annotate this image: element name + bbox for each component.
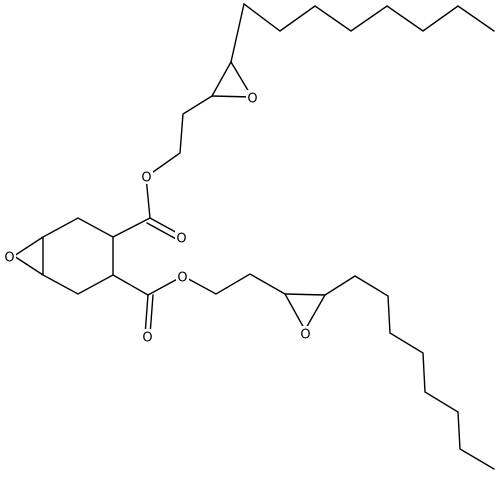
svg-text:O: O [247, 92, 257, 107]
svg-text:O: O [176, 232, 186, 247]
upper-ester-group [112, 176, 182, 241]
lower-octyl-chain [324, 275, 495, 470]
atom-o-carbonyl-lower: O [141, 329, 154, 346]
ring-epoxide [13, 236, 44, 276]
lower-ester-group [112, 274, 184, 336]
lower-epoxide-ring [284, 293, 326, 331]
svg-text:O: O [300, 328, 310, 343]
lower-ethyl-linker [182, 273, 286, 295]
cyclohexane-ring [42, 217, 114, 295]
svg-text:O: O [142, 331, 152, 346]
upper-octyl-chain [230, 2, 495, 63]
atom-o-epoxide-lower: O [299, 326, 312, 343]
atom-o-ester-upper: O [140, 169, 153, 186]
svg-text:O: O [177, 271, 187, 286]
atom-o-ester-lower: O [176, 269, 189, 286]
upper-ethyl-linker [145, 95, 213, 178]
svg-text:O: O [141, 171, 151, 186]
atom-o-ring-epoxide: O [3, 249, 16, 266]
svg-text:O: O [4, 251, 14, 266]
atom-o-epoxide-upper: O [246, 90, 259, 107]
atom-o-carbonyl-upper: O [175, 230, 188, 247]
